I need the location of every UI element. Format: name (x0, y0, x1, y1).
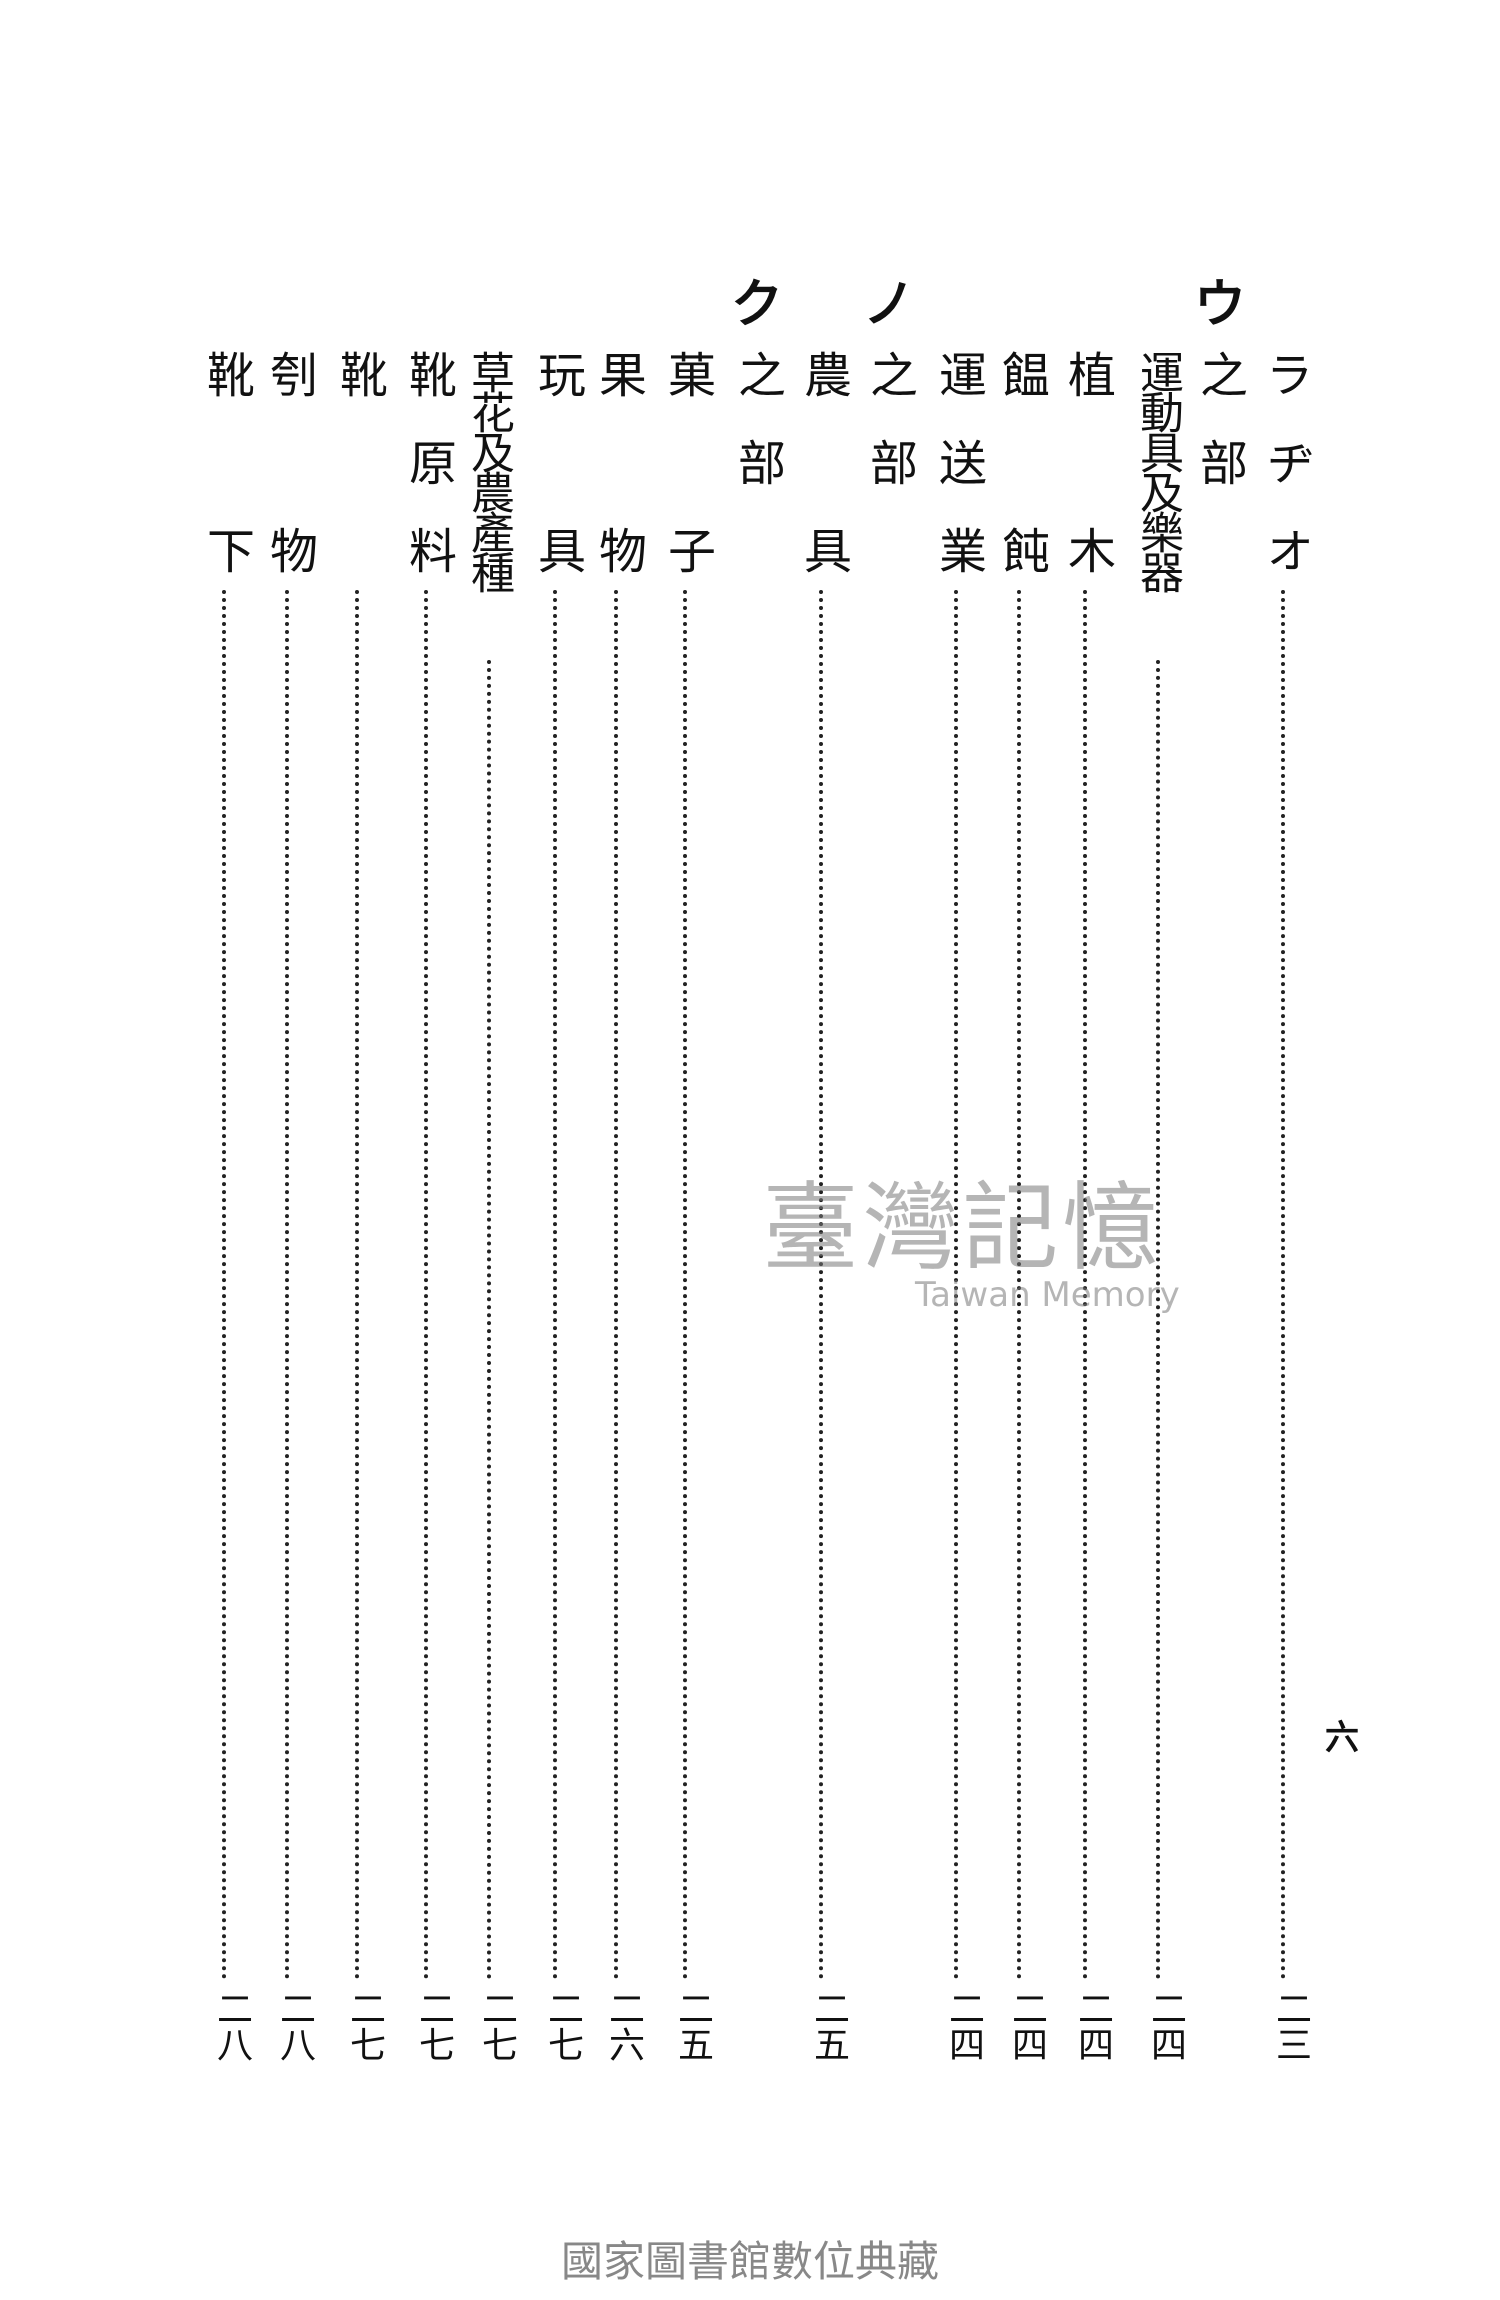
leader-dots (285, 590, 289, 1980)
toc-entry: 之部 (726, 350, 785, 2070)
entry-label-bottom: 料 (400, 526, 456, 574)
entry-page-number: 二七 (542, 1990, 583, 2062)
leader-dots (1281, 590, 1285, 1980)
entry-label-top: 果 (590, 350, 646, 398)
entry-label-bottom: 木 (1059, 526, 1115, 574)
entry-label-top: 玩 (529, 350, 585, 398)
entry-label-top: 靴 (400, 350, 456, 398)
entry-label-top: 之 (861, 350, 917, 398)
entry-label-top: 之 (1191, 350, 1247, 398)
entry-label-bottom: 具 (529, 526, 585, 574)
entry-page-number: 二四 (943, 1990, 984, 2062)
leader-dots (424, 590, 428, 1980)
leader-dots (355, 590, 359, 1980)
entry-label-bottom: オ (1257, 526, 1313, 574)
section-heading-ku: ク (730, 274, 783, 335)
toc-entry: 靴原料二七 (397, 350, 456, 2070)
leader-dots (683, 590, 687, 1980)
entry-label-middle: ヂ (1257, 438, 1313, 486)
entry-label-bottom: 下 (198, 526, 254, 574)
toc-entry: 之部 (1188, 350, 1247, 2070)
entry-page-number: 二五 (672, 1990, 713, 2062)
leader-dots (614, 590, 618, 1980)
toc-entry: ラヂオ二三 (1254, 350, 1313, 2070)
toc-entry: 玩具二七 (526, 350, 585, 2070)
entry-label-top: 靴 (331, 350, 387, 398)
toc-entry: 靴二七 (328, 350, 387, 2070)
section-heading-no: ノ (862, 274, 915, 335)
entry-label-bottom: 業 (930, 526, 986, 574)
entry-label-top: 農 (795, 350, 851, 398)
entry-label-middle: 部 (1191, 438, 1247, 486)
entry-label-bottom: 飩 (993, 526, 1049, 574)
entry-label-top: 草花及農產種 (463, 350, 514, 590)
entry-label-middle: 送 (930, 438, 986, 486)
entry-label-top: 運動具及樂器 (1132, 350, 1183, 590)
entry-page-number: 二七 (476, 1990, 517, 2062)
entry-label-top: ラ (1257, 350, 1313, 398)
entry-page-number: 二八 (274, 1990, 315, 2062)
toc-entry: 植木二四 (1056, 350, 1115, 2070)
entry-page-number: 二八 (211, 1990, 252, 2062)
toc-entry: 草花及農產種二七 (460, 350, 517, 2070)
section-heading-u: ウ (1193, 274, 1246, 335)
watermark-chinese: 臺灣記憶 (762, 1172, 1163, 1284)
entry-label-bottom: 子 (659, 526, 715, 574)
entry-label-middle: 部 (861, 438, 917, 486)
entry-label-top: 運 (930, 350, 986, 398)
toc-entry: 饂飩二四 (990, 350, 1049, 2070)
entry-label-middle: 部 (729, 438, 785, 486)
entry-label-bottom: 物 (261, 526, 317, 574)
entry-page-number: 二七 (344, 1990, 385, 2062)
leader-dots (1083, 590, 1087, 1980)
watermark-english: Taiwan Memory (915, 1275, 1180, 1315)
leader-dots (954, 590, 958, 1980)
entry-label-top: 饂 (993, 350, 1049, 398)
page-number: 六 (1325, 1718, 1359, 1758)
toc-entry: 運送業二四 (927, 350, 986, 2070)
footer-credit: 國家圖書館數位典藏 (560, 2237, 939, 2286)
leader-dots (222, 590, 226, 1980)
toc-entry: 靴下二八 (195, 350, 254, 2070)
toc-entry: 菓子二五 (656, 350, 715, 2070)
leader-dots (1156, 660, 1160, 1980)
leader-dots (553, 590, 557, 1980)
entry-page-number: 二七 (413, 1990, 454, 2062)
entry-page-number: 二四 (1072, 1990, 1113, 2062)
entry-label-top: 菓 (659, 350, 715, 398)
leader-dots (1017, 590, 1021, 1980)
toc-entry: 刳物二八 (258, 350, 317, 2070)
toc-entry: 之部 (858, 350, 917, 2070)
entry-page-number: 二六 (603, 1990, 644, 2062)
entry-page-number: 二三 (1270, 1990, 1311, 2062)
toc-entry: 農具二五 (792, 350, 851, 2070)
entry-label-bottom: 具 (795, 526, 851, 574)
entry-page-number: 二五 (808, 1990, 849, 2062)
leader-dots (487, 660, 491, 1980)
entry-label-top: 刳 (261, 350, 317, 398)
leader-dots (819, 590, 823, 1980)
entry-label-top: 植 (1059, 350, 1115, 398)
entry-label-bottom: 物 (590, 526, 646, 574)
entry-page-number: 二四 (1145, 1990, 1186, 2062)
entry-page-number: 二四 (1006, 1990, 1047, 2062)
toc-entry: 果物二六 (587, 350, 646, 2070)
entry-label-middle: 原 (400, 438, 456, 486)
entry-label-top: 靴 (198, 350, 254, 398)
toc-entry: 運動具及樂器二四 (1129, 350, 1186, 2070)
entry-label-top: 之 (729, 350, 785, 398)
watermark: 臺灣記憶 Taiwan Memory (745, 1150, 1180, 1315)
